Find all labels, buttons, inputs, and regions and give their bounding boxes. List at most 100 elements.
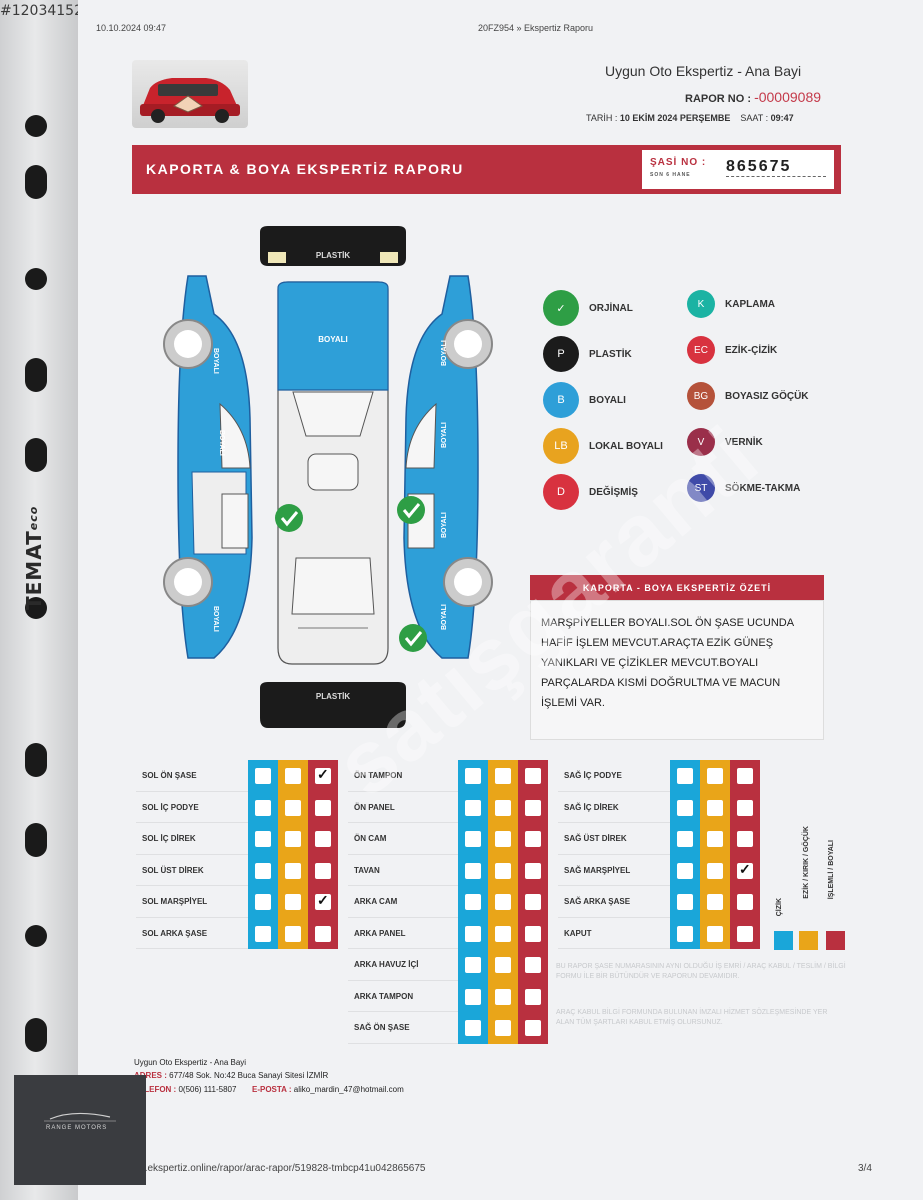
checkbox[interactable] [707,831,723,847]
checkbox[interactable] [707,925,723,942]
checkbox[interactable] [465,831,481,847]
legend-label: BOYASIZ GÖÇÜK [725,390,809,402]
checkbox[interactable] [677,894,693,910]
check-icon: ✓ [739,860,751,877]
checklist-row: SAĞ İÇ DİREK [558,792,762,823]
checkbox[interactable] [677,831,693,847]
checkbox[interactable] [255,799,271,816]
checkbox[interactable] [495,862,511,879]
checkbox[interactable] [495,988,511,1005]
checkbox[interactable] [737,894,753,910]
punch-hole [25,165,47,199]
checkbox[interactable] [465,957,481,973]
checkbox[interactable] [737,925,753,942]
checklist-part-name: ÖN TAMPON [354,771,403,780]
legend-badge: D [543,474,579,510]
checkbox[interactable] [707,799,723,816]
checkbox[interactable] [525,925,541,942]
checkbox[interactable]: ✓ [737,860,753,879]
checkbox[interactable] [315,831,331,847]
checklist-column [278,760,308,949]
legend-badge: ST [687,474,715,502]
checkbox[interactable] [525,1020,541,1036]
checklist-part-name: SAĞ ARKA ŞASE [564,897,631,906]
image-id-tag: #1203415243 [0,3,101,19]
checkbox[interactable] [495,1020,511,1036]
checkbox[interactable] [255,862,271,879]
checkbox[interactable] [255,768,271,784]
checkbox[interactable] [525,862,541,879]
checklist-part-name: ARKA PANEL [354,928,406,938]
checkbox[interactable] [677,799,693,816]
punch-hole [25,925,47,947]
checkbox[interactable] [495,799,511,816]
checkbox[interactable] [707,862,723,879]
report-date: TARİH : 10 EKİM 2024 PERŞEMBE SAAT : 09:… [586,113,794,123]
checkbox[interactable] [465,988,481,1005]
report-url[interactable]: https://app.ekspertiz.online/rapor/arac-… [98,1163,426,1174]
checkbox[interactable] [495,831,511,847]
checklist-row: ÖN PANEL [348,792,550,823]
checkbox[interactable] [495,894,511,910]
checkbox[interactable]: ✓ [315,892,331,910]
checkbox[interactable] [285,768,301,784]
checklist-part-name: KAPUT [564,928,592,938]
checkbox[interactable] [707,768,723,784]
checkbox[interactable] [525,831,541,847]
checkbox[interactable] [525,768,541,784]
checklist-row: ÖN TAMPON [348,760,550,792]
checkbox[interactable] [465,894,481,910]
checkbox[interactable] [255,925,271,942]
corner-logo-text: RANGE MOTORS [46,1125,108,1131]
right-front-label: BOYALI [441,340,448,366]
checkbox[interactable] [285,831,301,847]
checkbox[interactable] [495,768,511,784]
checkbox[interactable] [255,894,271,910]
checklist-column [248,760,278,949]
checkbox[interactable] [495,957,511,973]
checkbox[interactable] [677,768,693,784]
legend-label: VERNİK [725,436,763,448]
checkbox[interactable] [525,894,541,910]
swatch-ezik [799,931,818,950]
checkbox[interactable] [285,925,301,942]
checkbox[interactable] [465,768,481,784]
checkbox[interactable] [465,862,481,879]
checkbox[interactable] [525,988,541,1005]
checkbox[interactable] [677,925,693,942]
checkbox[interactable]: ✓ [315,766,331,784]
checkbox[interactable] [737,799,753,816]
checklist-part-name: SAĞ İÇ PODYE [564,771,622,780]
checkbox[interactable] [315,862,331,879]
footer-address: ADRES : 677/48 Sok. No:42 Buca Sanayi Si… [134,1071,329,1080]
checkbox[interactable] [315,925,331,942]
checkbox[interactable] [707,894,723,910]
report-title: KAPORTA & BOYA EKSPERTİZ RAPORU [146,161,464,177]
checkbox[interactable] [285,894,301,910]
checkbox[interactable] [495,925,511,942]
checkbox[interactable] [465,925,481,942]
checkbox[interactable] [737,768,753,784]
checklist-part-name: ÖN CAM [354,834,387,843]
punch-hole [25,358,47,392]
checkbox[interactable] [285,799,301,816]
checklist-part-name: ARKA CAM [354,897,398,906]
summary-text: MARŞPİYELLER BOYALI.SOL ÖN ŞASE UCUNDA H… [541,617,794,709]
checkbox[interactable] [465,1020,481,1036]
checklist-row: SAĞ MARŞPİYEL✓ [558,855,762,886]
checkbox[interactable] [315,799,331,816]
checkbox[interactable] [677,862,693,879]
checkbox[interactable] [525,799,541,816]
binder-strip: TEMATeco [0,0,78,1200]
checkbox[interactable] [525,957,541,973]
checkbox[interactable] [255,831,271,847]
checkbox[interactable] [737,831,753,847]
checklist-row: SOL ÖN ŞASE✓ [136,760,341,792]
checkbox[interactable] [465,799,481,816]
checklist-row: ARKA CAM [348,886,550,918]
checkbox[interactable] [285,862,301,879]
